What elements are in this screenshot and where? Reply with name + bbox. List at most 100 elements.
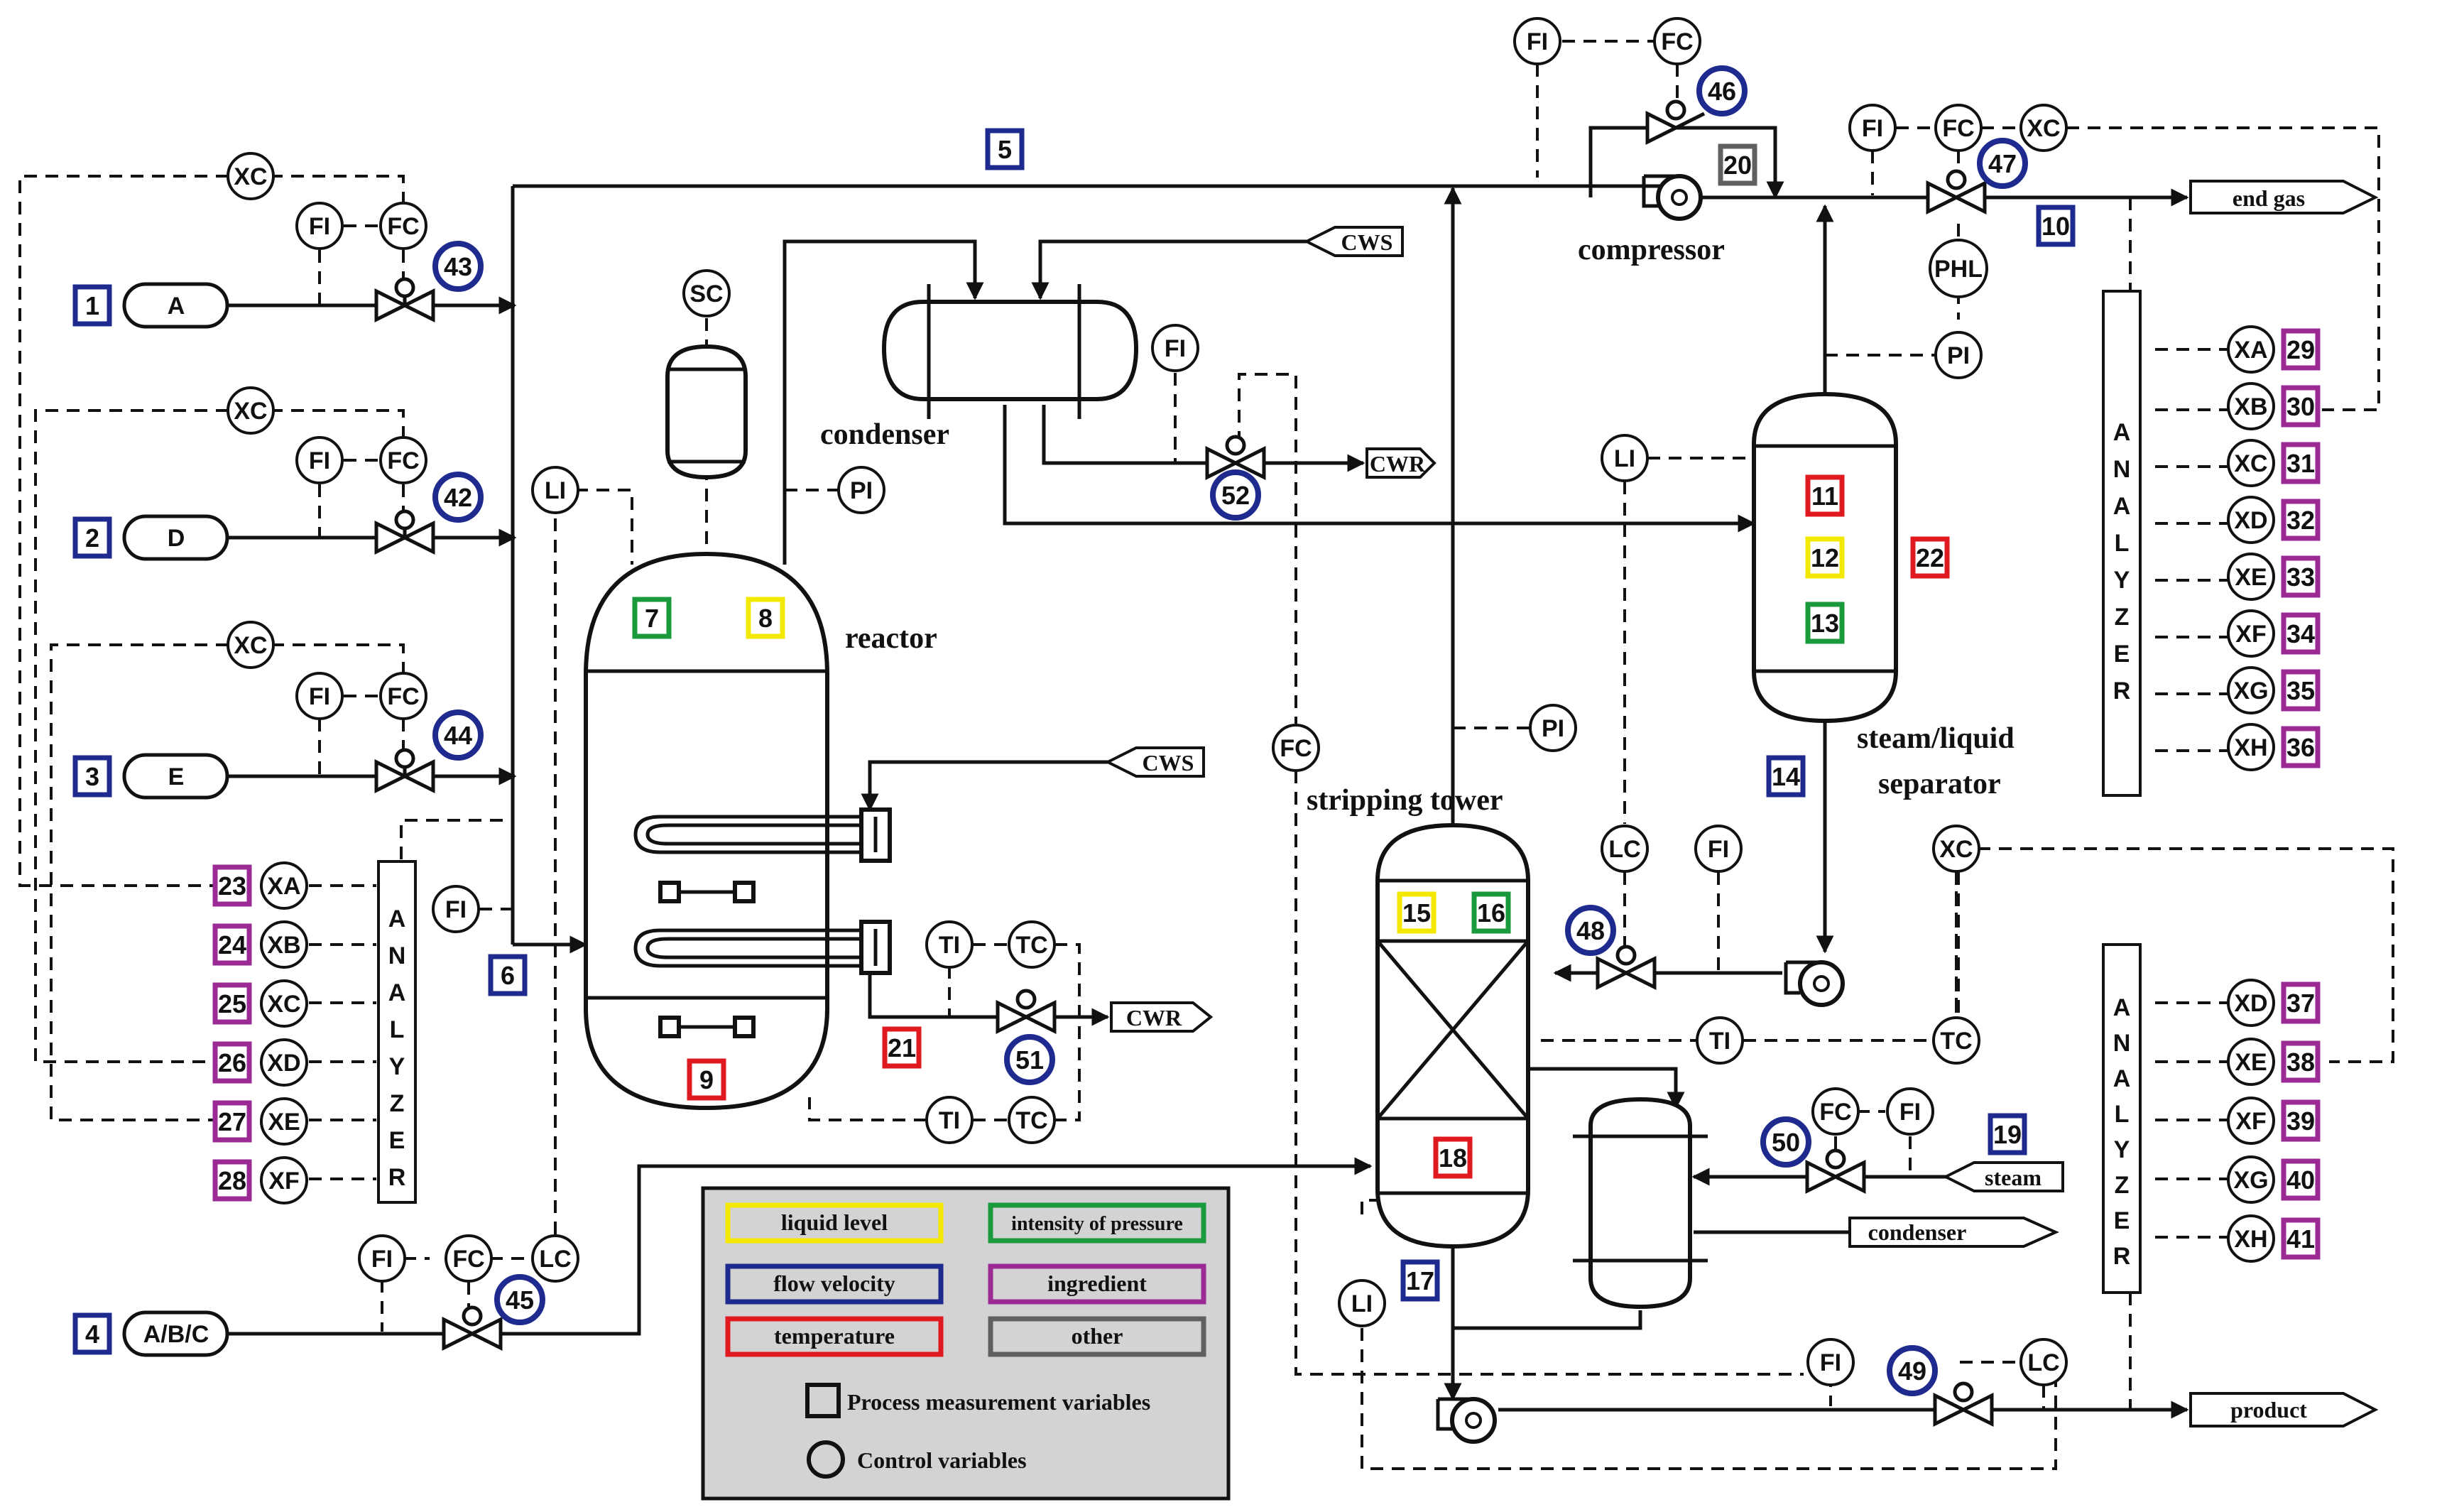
instrument-lc-prod: LC bbox=[2019, 1338, 2068, 1386]
ingredient-marker bbox=[2281, 442, 2321, 484]
instrument-fc-steam: FC bbox=[1811, 1087, 1860, 1136]
instrument-label: FI bbox=[1820, 1349, 1841, 1376]
analyzer-letter: N bbox=[388, 942, 406, 969]
svg-text:42: 42 bbox=[444, 483, 472, 512]
ingredient-marker bbox=[2281, 328, 2321, 371]
measurement-variable-3: 3 bbox=[72, 755, 112, 798]
instrument-fi-r: FI bbox=[432, 885, 480, 933]
measurement-variable-9: 9 bbox=[687, 1058, 726, 1101]
svg-text:49: 49 bbox=[1898, 1356, 1926, 1386]
instrument-ti-c2: TI bbox=[925, 1096, 974, 1144]
instrument-fi-a: FI bbox=[295, 202, 344, 250]
svg-text:CWR: CWR bbox=[1370, 451, 1426, 477]
instrument-label: XC bbox=[2027, 115, 2060, 142]
svg-text:steam: steam bbox=[1985, 1165, 2041, 1190]
svg-text:6: 6 bbox=[501, 961, 515, 990]
instrument-ti-c1: TI bbox=[925, 920, 974, 969]
analyzer-letter: A bbox=[2113, 994, 2131, 1021]
instrument-lc-abc: LC bbox=[531, 1234, 579, 1283]
instrument-xc-d: XC bbox=[227, 386, 275, 435]
tag-cws-condenser: CWS bbox=[1303, 226, 1404, 257]
svg-text:2: 2 bbox=[85, 523, 99, 553]
analyzer-letter: R bbox=[2113, 1243, 2131, 1270]
instrument-label: SC bbox=[689, 281, 723, 308]
instrument-pi-st: PI bbox=[1529, 704, 1577, 752]
instrument-sc: SC bbox=[682, 269, 731, 317]
instrument-fc-d: FC bbox=[379, 436, 427, 484]
instrument-label: TI bbox=[939, 1107, 960, 1134]
instrument-label: XH bbox=[2234, 1226, 2267, 1253]
instrument-label: FI bbox=[1862, 115, 1883, 142]
instrument-fi-prod: FI bbox=[1806, 1338, 1855, 1386]
variable-id: 34 bbox=[2286, 619, 2315, 648]
tag-product: product bbox=[2189, 1392, 2379, 1427]
svg-text:22: 22 bbox=[1916, 543, 1944, 572]
measurement-variable-18: 18 bbox=[1433, 1136, 1473, 1179]
control-variable-51: 51 bbox=[1004, 1034, 1055, 1085]
svg-text:A: A bbox=[168, 293, 185, 320]
measurement-variable-7: 7 bbox=[632, 597, 672, 639]
instrument-li-r: LI bbox=[531, 466, 579, 514]
svg-text:45: 45 bbox=[506, 1285, 534, 1315]
instrument-label: XA bbox=[267, 873, 300, 900]
instrument-label: FI bbox=[309, 447, 330, 474]
legend-liquid-level: liquid level bbox=[781, 1209, 888, 1235]
control-variable-50: 50 bbox=[1760, 1116, 1811, 1168]
analyzer-letter: Z bbox=[2115, 1172, 2130, 1199]
svg-text:CWR: CWR bbox=[1126, 1005, 1182, 1030]
control-variable-47: 47 bbox=[1977, 138, 2028, 189]
instrument-label: XD bbox=[2234, 990, 2267, 1017]
control-variable-46: 46 bbox=[1696, 65, 1748, 116]
instrument-label: XC bbox=[267, 991, 300, 1018]
instrument-label: PI bbox=[850, 477, 873, 504]
instrument-label: LI bbox=[1614, 445, 1635, 472]
svg-text:15: 15 bbox=[1402, 898, 1431, 928]
variable-id: 36 bbox=[2286, 733, 2315, 762]
tag-cwr-reactor: CWR bbox=[1110, 1001, 1214, 1033]
instrument-xc-eg: XC bbox=[2019, 104, 2068, 152]
instrument-label: FC bbox=[1280, 735, 1312, 762]
tag-end-gas: end gas bbox=[2189, 180, 2379, 214]
analyzer-letter: A bbox=[2113, 1065, 2131, 1092]
instrument-fc-abc: FC bbox=[445, 1234, 493, 1283]
svg-text:1: 1 bbox=[85, 291, 99, 320]
analyzer-box-product bbox=[2102, 943, 2142, 1294]
measurement-variable-5: 5 bbox=[985, 128, 1025, 170]
feed-a: A bbox=[122, 282, 229, 329]
ingredient-marker bbox=[2281, 385, 2321, 428]
svg-text:product: product bbox=[2230, 1397, 2307, 1423]
ingredient-marker bbox=[2281, 726, 2321, 768]
svg-text:E: E bbox=[168, 763, 185, 790]
instrument-label: PI bbox=[1542, 715, 1564, 742]
instrument-label: XG bbox=[2233, 678, 2268, 705]
svg-text:4: 4 bbox=[85, 1320, 99, 1349]
measurement-variable-4: 4 bbox=[72, 1312, 112, 1355]
reboiler-vessel bbox=[1573, 1097, 1708, 1310]
instrument-li-sep: LI bbox=[1601, 434, 1649, 482]
ingredient-marker bbox=[2281, 1217, 2321, 1260]
ingredient-marker bbox=[2281, 1099, 2321, 1142]
analyzer-letter: L bbox=[2115, 530, 2130, 557]
control-variable-42: 42 bbox=[432, 472, 484, 523]
instrument-label: FC bbox=[1819, 1099, 1851, 1126]
svg-text:19: 19 bbox=[1993, 1120, 2022, 1149]
measurement-variable-20: 20 bbox=[1718, 143, 1757, 186]
instrument-label: FI bbox=[1527, 28, 1548, 55]
analyzer-letter: Z bbox=[2115, 604, 2130, 631]
instrument-fi-cond: FI bbox=[1151, 324, 1199, 372]
svg-text:10: 10 bbox=[2041, 212, 2070, 241]
instrument-label: LC bbox=[1608, 836, 1640, 863]
analyzer-letter: R bbox=[2113, 678, 2131, 705]
svg-text:21: 21 bbox=[888, 1033, 916, 1062]
feed-d: D bbox=[122, 514, 229, 561]
ingredient-marker bbox=[212, 923, 252, 966]
instrument-label: PI bbox=[1947, 342, 1970, 369]
instrument-label: LC bbox=[539, 1246, 571, 1273]
analyzer-letter: E bbox=[2114, 1207, 2130, 1234]
ingredient-marker bbox=[212, 864, 252, 907]
instrument-fc-eg: FC bbox=[1934, 104, 1983, 152]
instrument-xc-e: XC bbox=[227, 621, 275, 669]
